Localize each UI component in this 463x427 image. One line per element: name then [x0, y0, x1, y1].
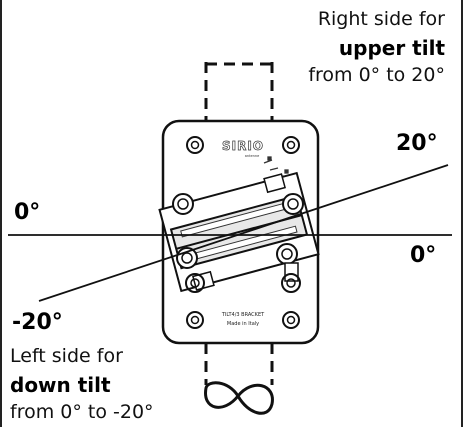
- caption-left-line2: down tilt: [10, 373, 111, 397]
- mast-bottom-dashed: [204, 343, 274, 385]
- caption-left-line3: from 0° to -20°: [10, 401, 154, 423]
- tilt-angle-line: [38, 164, 449, 302]
- angle-label-minus-20: -20°: [12, 310, 63, 335]
- lower-screws: [185, 273, 301, 329]
- caption-left-line1: Left side for: [10, 345, 123, 367]
- bracket-model-label: TILT4/3 BRACKET: [221, 312, 265, 318]
- bracket-logo-sub: antenne: [245, 154, 259, 158]
- caption-right-line1: Right side for: [317, 8, 445, 30]
- angle-label-zero-left: 0°: [14, 200, 41, 225]
- angle-label-plus-20: 20°: [396, 131, 438, 156]
- hex-nut: [284, 262, 299, 282]
- bracket-logo: SIRIO: [222, 139, 264, 153]
- mast-top-dashed: [204, 62, 274, 126]
- caption-right-line3: from 0° to 20°: [308, 64, 445, 86]
- clamp-block: [158, 171, 320, 293]
- middle-screws: [172, 193, 304, 269]
- bracket-origin-label: Made in Italy: [227, 321, 259, 327]
- top-screws: [186, 136, 300, 154]
- break-symbol: [204, 381, 274, 415]
- angle-label-zero-right: 0°: [410, 243, 437, 268]
- caption-right-line2: upper tilt: [338, 36, 445, 60]
